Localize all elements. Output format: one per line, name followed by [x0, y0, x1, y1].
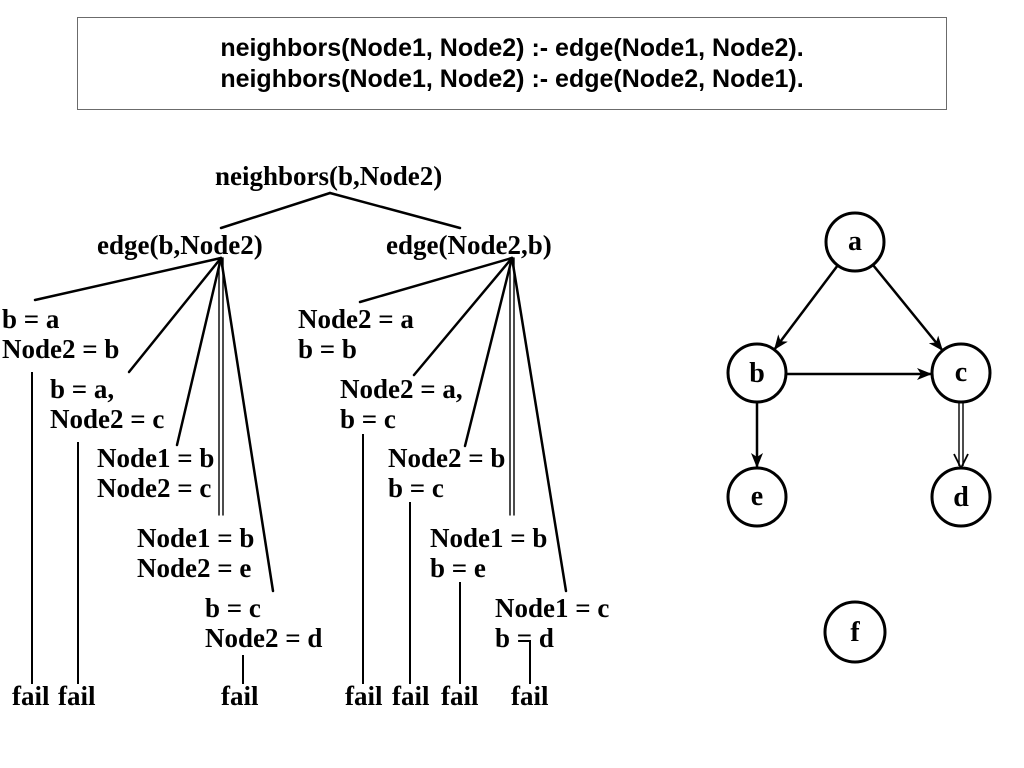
binding-line: b = c	[340, 404, 396, 434]
fail-label-left-5: fail	[221, 681, 259, 711]
node-label: f	[850, 617, 860, 648]
right-attempt-1: Node2 = a b = b	[298, 304, 414, 364]
graph-edge-a-c	[872, 264, 944, 352]
tree-left-goal: edge(b,Node2)	[97, 230, 263, 260]
binding-line: Node2 = c	[97, 473, 212, 503]
tree-edge-left-goal-to-attempt-3	[175, 256, 223, 447]
binding-line: Node2 = b	[2, 334, 120, 364]
left-attempt-1: b = a Node2 = b	[2, 304, 119, 364]
tree-edge-right-goal-to-attempt-3	[463, 256, 514, 448]
node-label: a	[848, 226, 862, 257]
open-arrowhead	[953, 453, 969, 471]
fail-label-right-4: fail	[441, 681, 479, 711]
binding-line: b = a	[2, 304, 60, 334]
left-attempt-4: Node1 = b Node2 = e	[137, 523, 254, 583]
tree-right-goal: edge(Node2,b)	[386, 230, 552, 260]
fail-label-left-1: fail	[12, 681, 50, 711]
left-attempt-3: Node1 = b Node2 = c	[97, 443, 214, 503]
node-circle	[930, 466, 992, 528]
binding-line: b = a,	[50, 374, 115, 404]
graph-edge-c-d	[953, 402, 969, 471]
left-attempt-5: b = c Node2 = d	[205, 593, 322, 653]
fail-label-right-2: fail	[345, 681, 383, 711]
right-attempt-3: Node2 = b b = c	[388, 443, 505, 503]
tree-edge-root-to-left-goal	[219, 191, 332, 230]
node-label: b	[749, 358, 765, 389]
tree-edge-right-goal-to-attempt-4	[509, 257, 515, 516]
binding-line: b = e	[430, 553, 486, 583]
right-attempt-2: Node2 = a, b = c	[340, 374, 463, 434]
rule-clause-2: neighbors(Node1, Node2) :- edge(Node2, N…	[220, 65, 804, 93]
tree-edge-right-goal-to-attempt-1	[358, 256, 514, 304]
graph-node-b: b	[726, 342, 788, 404]
binding-line: Node2 = a,	[340, 374, 463, 404]
binding-line: Node2 = a	[298, 304, 414, 334]
fail-label-right-3: fail	[392, 681, 430, 711]
directed-graph: a b c e d f	[726, 211, 992, 664]
graph-node-a: a	[824, 211, 886, 273]
binding-line: Node1 = c	[495, 593, 610, 623]
binding-line: Node1 = b	[430, 523, 548, 553]
tree-root-goal: neighbors(b,Node2)	[215, 161, 443, 191]
fail-label-right-5: fail	[511, 681, 549, 711]
node-circle	[823, 600, 887, 664]
binding-line: b = c	[205, 593, 261, 623]
graph-node-c: c	[930, 342, 992, 404]
node-circle	[824, 211, 886, 273]
fail-label-left-2: fail	[58, 681, 96, 711]
graph-edge-a-b	[773, 264, 839, 351]
fail-connectors	[31, 372, 531, 684]
graph-node-e: e	[726, 466, 788, 528]
graph-edges	[751, 264, 969, 471]
tree-edge-right-goal-to-attempt-5	[510, 256, 568, 593]
tree-edge-left-goal-to-attempt-4	[218, 257, 224, 516]
binding-line: Node1 = b	[137, 523, 255, 553]
tree-edge-left-goal-to-attempt-2	[127, 256, 223, 374]
rule-clause-1: neighbors(Node1, Node2) :- edge(Node1, N…	[220, 34, 804, 62]
left-attempt-2: b = a, Node2 = c	[50, 374, 164, 434]
search-tree-edges	[33, 191, 568, 593]
binding-line: Node2 = c	[50, 404, 165, 434]
binding-line: b = c	[388, 473, 444, 503]
right-attempt-4: Node1 = b b = e	[430, 523, 547, 583]
node-circle	[726, 466, 788, 528]
tree-edge-right-goal-to-attempt-2	[412, 256, 514, 377]
rule-box: neighbors(Node1, Node2) :- edge(Node1, N…	[77, 17, 947, 110]
node-label: d	[953, 482, 969, 513]
node-circle	[726, 342, 788, 404]
node-label: e	[751, 481, 763, 512]
binding-line: Node2 = b	[388, 443, 506, 473]
right-attempt-5: Node1 = c b = d	[495, 593, 609, 653]
binding-line: b = b	[298, 334, 357, 364]
binding-line: Node1 = b	[97, 443, 215, 473]
graph-node-d: d	[930, 466, 992, 528]
node-label: c	[955, 357, 967, 388]
binding-line: Node2 = d	[205, 623, 323, 653]
node-circle	[930, 342, 992, 404]
tree-edge-root-to-right-goal	[328, 191, 462, 230]
tree-edge-left-goal-to-attempt-1	[33, 256, 223, 302]
graph-node-f: f	[823, 600, 887, 664]
tree-edge-left-goal-to-attempt-5	[219, 256, 275, 593]
binding-line: Node2 = e	[137, 553, 252, 583]
binding-line: b = d	[495, 623, 554, 653]
